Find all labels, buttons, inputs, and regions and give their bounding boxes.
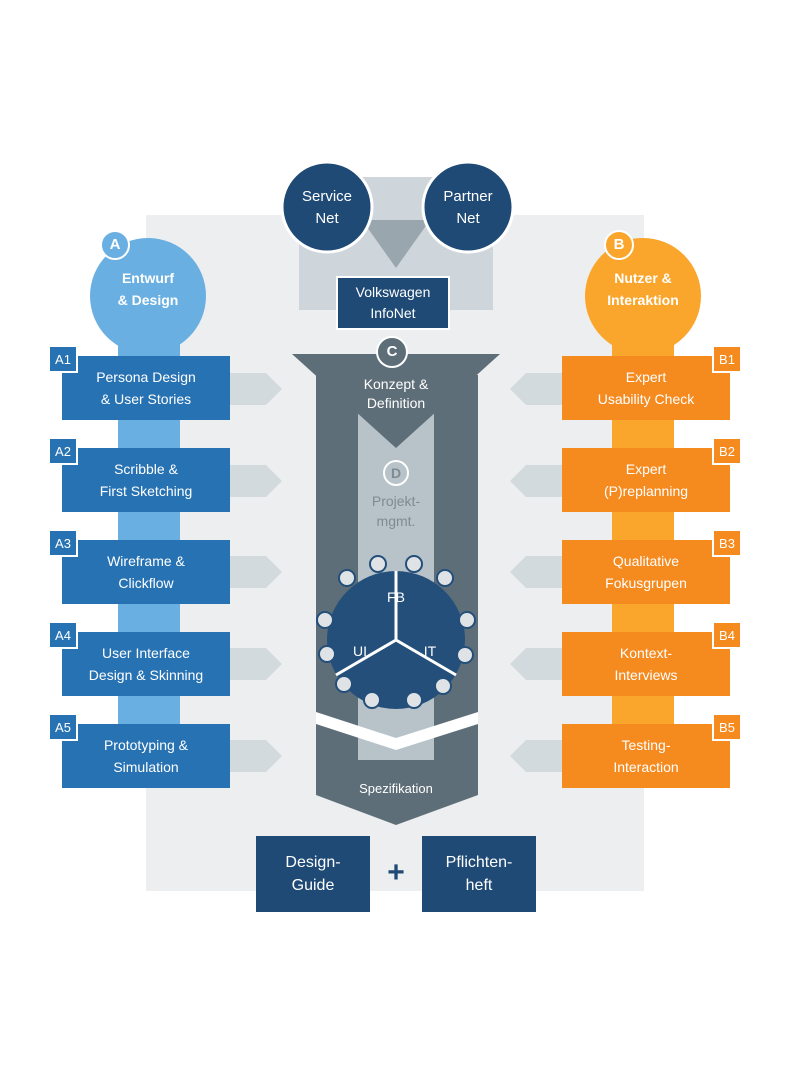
segment-ui: UI [353,643,367,659]
infonet-line-2: InfoNet [370,305,416,321]
b1-line-1: Expert [625,369,667,385]
a4-box: User Interface Design & Skinning [62,632,230,696]
left-arrows [230,373,282,772]
spec-divider [316,712,478,750]
a2-box: Scribble & First Sketching [62,448,230,512]
pflichtenheft-line-1: Pflichten- [445,854,513,871]
b3-tag: B3 [712,529,742,557]
a3-line-1: Wireframe & [107,553,185,569]
pflichtenheft-line-2: heft [465,877,493,894]
pflichtenheft-box: Pflichten- heft [422,836,536,912]
specification-label: Spezifikation [359,781,433,796]
b5-box: Testing- Interaction [562,724,730,788]
design-guide-line-1: Design- [285,854,341,871]
b3-box: Qualitative Fokusgrupen [562,540,730,604]
group-b-circle [585,238,701,354]
badge-a: A [109,236,121,253]
b2-tag: B2 [712,437,742,465]
badge-b-circle [604,230,634,260]
b4-line-2: Interviews [614,667,678,683]
concept-triangle [292,354,500,448]
project-mgmt-label: Projekt- mgmt. [346,491,446,531]
segment-it: IT [423,643,437,659]
plus-sign: + [387,856,405,889]
a1-line-2: & User Stories [100,391,192,407]
b5-line-1: Testing- [621,737,671,753]
partner-net-line-1: Partner [443,188,493,205]
group-a-title-line-2: & Design [117,292,179,308]
b5-tag: B5 [712,713,742,741]
partner-net-line-2: Net [456,210,480,227]
service-net-line-2: Net [315,210,339,227]
group-b-title-line-1: Nutzer & [614,270,672,286]
a2-line-1: Scribble & [114,461,178,477]
segment-fb: FB [387,589,405,605]
a4-tag: A4 [48,621,78,649]
team-seats [316,555,476,709]
b2-box: Expert (P)replanning [562,448,730,512]
group-b-title-line-2: Interaktion [607,292,679,308]
badge-c: C [386,343,398,360]
b1-box: Expert Usability Check [562,356,730,420]
group-b-title: Nutzer & Interaktion [591,267,695,311]
group-a-title-line-1: Entwurf [121,270,175,286]
concept-label: Konzept & Definition [336,375,456,413]
partner-net-label: Partner Net [423,186,513,230]
b1-tag: B1 [712,345,742,373]
a3-tag: A3 [48,529,78,557]
a1-tag: A1 [48,345,78,373]
right-arrows [510,373,562,772]
a2-tag: A2 [48,437,78,465]
badge-d-circle [383,460,409,486]
b3-line-2: Fokusgrupen [605,575,687,591]
a3-box: Wireframe & Clickflow [62,540,230,604]
b3-line-1: Qualitative [612,553,680,569]
a5-line-2: Simulation [113,759,179,775]
design-guide-line-2: Guide [291,877,335,894]
infonet-line-1: Volkswagen [355,284,431,300]
b1-line-2: Usability Check [597,391,695,407]
concept-line-1: Konzept & [363,376,429,392]
a4-line-1: User Interface [102,645,190,661]
project-mgmt-line-2: mgmt. [376,513,416,529]
a5-box: Prototyping & Simulation [62,724,230,788]
concept-line-2: Definition [366,395,426,411]
design-guide-box: Design- Guide [256,836,370,912]
project-mgmt-line-1: Projekt- [371,493,421,509]
group-a-circle [90,238,206,354]
partner-net-circle [421,160,515,254]
badge-c-circle [376,336,408,368]
group-a-title: Entwurf & Design [98,267,198,311]
b4-box: Kontext- Interviews [562,632,730,696]
badge-d: D [390,465,402,481]
service-net-circle [280,160,374,254]
b5-line-2: Interaction [613,759,679,775]
team-dividers [335,571,457,677]
service-net-line-1: Service [301,188,353,205]
a1-box: Persona Design & User Stories [62,356,230,420]
a1-line-1: Persona Design [96,369,196,385]
a2-line-2: First Sketching [99,483,193,499]
b4-tag: B4 [712,621,742,649]
a5-line-1: Prototyping & [103,737,189,753]
b2-line-1: Expert [625,461,667,477]
service-net-label: Service Net [282,186,372,230]
a4-line-2: Design & Skinning [88,667,204,683]
network-funnel [362,220,430,268]
infonet-box: Volkswagen InfoNet [336,276,450,330]
b2-line-2: (P)replanning [603,483,689,499]
a5-tag: A5 [48,713,78,741]
badge-a-circle [100,230,130,260]
badge-b: B [613,236,625,253]
b4-line-1: Kontext- [619,645,673,661]
a3-line-2: Clickflow [118,575,174,591]
